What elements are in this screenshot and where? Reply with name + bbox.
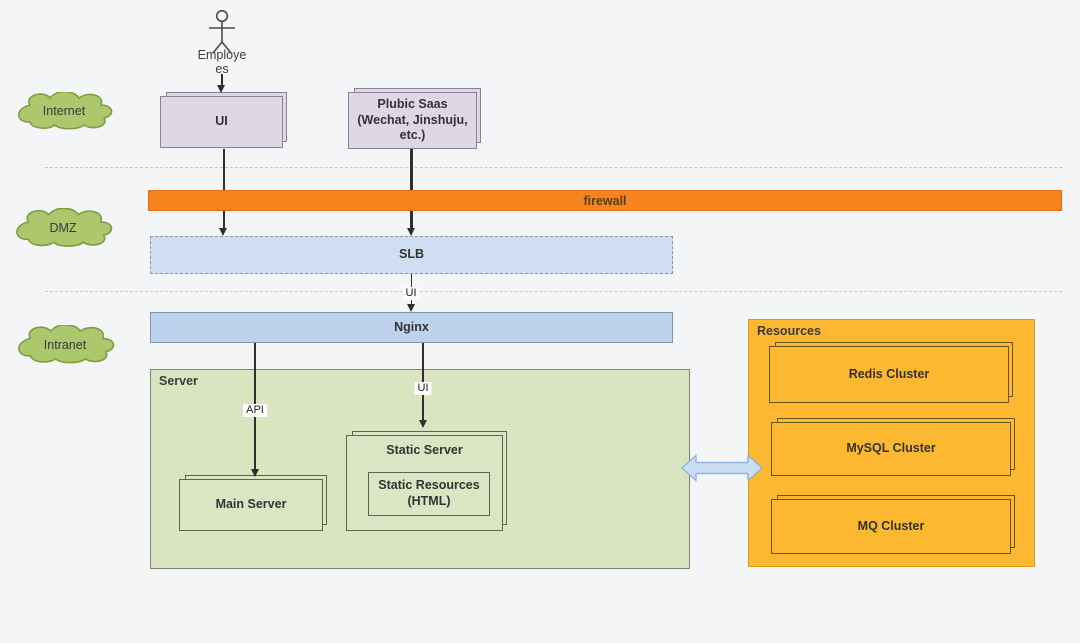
static-server-label: Static Server: [386, 443, 463, 457]
zone-label-intranet: Intranet: [43, 337, 87, 352]
mq-cluster-node: MQ Cluster: [771, 495, 1015, 554]
cloud-icon: [16, 208, 113, 247]
edge-actor-to-ui: [221, 74, 223, 86]
nginx-node: Nginx: [150, 312, 673, 343]
redis-cluster-label: Redis Cluster: [848, 366, 930, 381]
zone-label-dmz: DMZ: [49, 221, 77, 235]
slb-node: SLB: [150, 236, 673, 274]
redis-cluster-node: Redis Cluster: [769, 342, 1013, 403]
arrowhead-icon: [217, 85, 225, 93]
zone-cloud-dmz: DMZ: [10, 208, 116, 248]
static-server-node: Static Server Static Resources (HTML): [346, 431, 507, 531]
edge-label-static-ui: UI: [414, 382, 432, 396]
static-resources-node: Static Resources (HTML): [368, 472, 490, 516]
zone-separator-internet-dmz: [45, 167, 1062, 168]
nginx-label: Nginx: [394, 319, 429, 334]
main-server-label: Main Server: [215, 497, 287, 512]
edge-label-slb-nginx: UI: [402, 287, 420, 301]
employee-actor-icon: [209, 9, 235, 54]
edge-label-api: API: [243, 404, 267, 418]
zone-cloud-intranet: Intranet: [12, 325, 118, 364]
ui-node-label: UI: [215, 114, 228, 129]
cloud-icon: [17, 92, 113, 130]
arrowhead-icon: [407, 228, 415, 236]
public-saas-node: Plubic Saas (Wechat, Jinshuju, etc.): [348, 88, 481, 149]
main-server-node: Main Server: [179, 475, 327, 531]
arrowhead-icon: [250, 469, 259, 477]
edge-ui-to-slb: [223, 149, 225, 229]
firewall-bar: firewall: [148, 190, 1062, 211]
arrowhead-icon: [418, 420, 427, 428]
edge-saas-to-slb: [410, 149, 413, 229]
resources-group: Resources Redis Cluster MySQL Cluster MQ…: [748, 319, 1035, 567]
firewall-label: firewall: [583, 193, 627, 208]
zone-separator-dmz-intranet: [45, 291, 1062, 292]
zone-label-internet: Internet: [42, 104, 86, 118]
bidirectional-arrow-icon: [681, 454, 763, 482]
ui-node: UI: [160, 92, 287, 148]
server-group-label: Server: [159, 374, 198, 388]
public-saas-label: Plubic Saas (Wechat, Jinshuju, etc.): [357, 97, 468, 143]
slb-label: SLB: [399, 247, 424, 262]
employee-actor-label: Employe es: [197, 48, 247, 77]
resources-group-label: Resources: [757, 324, 821, 338]
static-resources-label: Static Resources (HTML): [378, 478, 480, 508]
mysql-cluster-label: MySQL Cluster: [846, 441, 936, 456]
mq-cluster-label: MQ Cluster: [857, 518, 925, 533]
arrowhead-icon: [219, 228, 227, 236]
server-group: Server Main Server Static Server Static …: [150, 369, 690, 569]
arrowhead-icon: [407, 304, 415, 312]
cloud-icon: [18, 325, 115, 364]
mysql-cluster-node: MySQL Cluster: [771, 418, 1015, 476]
zone-cloud-internet: Internet: [12, 92, 116, 130]
